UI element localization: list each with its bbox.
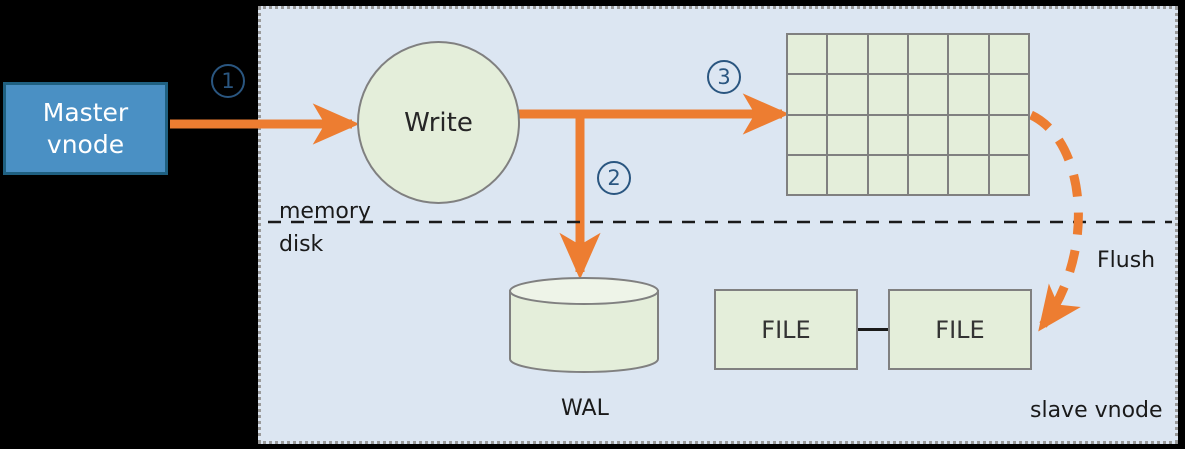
memtable-cell [908, 35, 948, 74]
slave-vnode-label: slave vnode [1030, 398, 1163, 423]
step-badge-2: 2 [597, 161, 631, 195]
wal-label: WAL [561, 396, 609, 421]
memtable-cell [908, 75, 948, 114]
wal-cylinder[interactable] [509, 277, 659, 373]
memtable-cell [949, 75, 988, 114]
memtable-cell [828, 75, 867, 114]
file-box-1-label: FILE [761, 315, 811, 344]
memtable-grid[interactable] [786, 33, 1030, 196]
write-node-label: Write [404, 107, 473, 138]
memtable-cell [908, 115, 948, 154]
memtable-cell [908, 155, 948, 194]
write-node[interactable]: Write [357, 41, 520, 204]
memtable-cell [868, 35, 907, 74]
memtable-cell [949, 155, 988, 194]
master-vnode-box[interactable]: Master vnode [3, 82, 168, 175]
memtable-cell [828, 115, 867, 154]
memtable-cell [788, 155, 827, 194]
file-box-2-label: FILE [935, 315, 985, 344]
step-badge-3: 3 [707, 60, 741, 94]
memtable-cell [949, 115, 988, 154]
memtable-cell [989, 75, 1028, 114]
memtable-cell [868, 75, 907, 114]
memory-label: memory [279, 199, 371, 224]
memtable-cell [828, 155, 867, 194]
memtable-cell [868, 155, 907, 194]
memtable-cell [868, 115, 907, 154]
memtable-cell [828, 35, 867, 74]
master-vnode-label-line1: Master [42, 97, 129, 127]
file-link-connector [858, 328, 888, 331]
memtable-cell [989, 115, 1028, 154]
file-box-2[interactable]: FILE [888, 289, 1032, 370]
memtable-cell [989, 155, 1028, 194]
memtable-cell [989, 35, 1028, 74]
memtable-cell [788, 75, 827, 114]
step-badge-1: 1 [211, 64, 245, 98]
memtable-cell [949, 35, 988, 74]
file-box-1[interactable]: FILE [714, 289, 858, 370]
disk-label: disk [279, 232, 324, 257]
memtable-cell [788, 35, 827, 74]
flush-label: Flush [1097, 248, 1156, 273]
memtable-cell [788, 115, 827, 154]
master-vnode-label-line2: vnode [46, 129, 125, 159]
